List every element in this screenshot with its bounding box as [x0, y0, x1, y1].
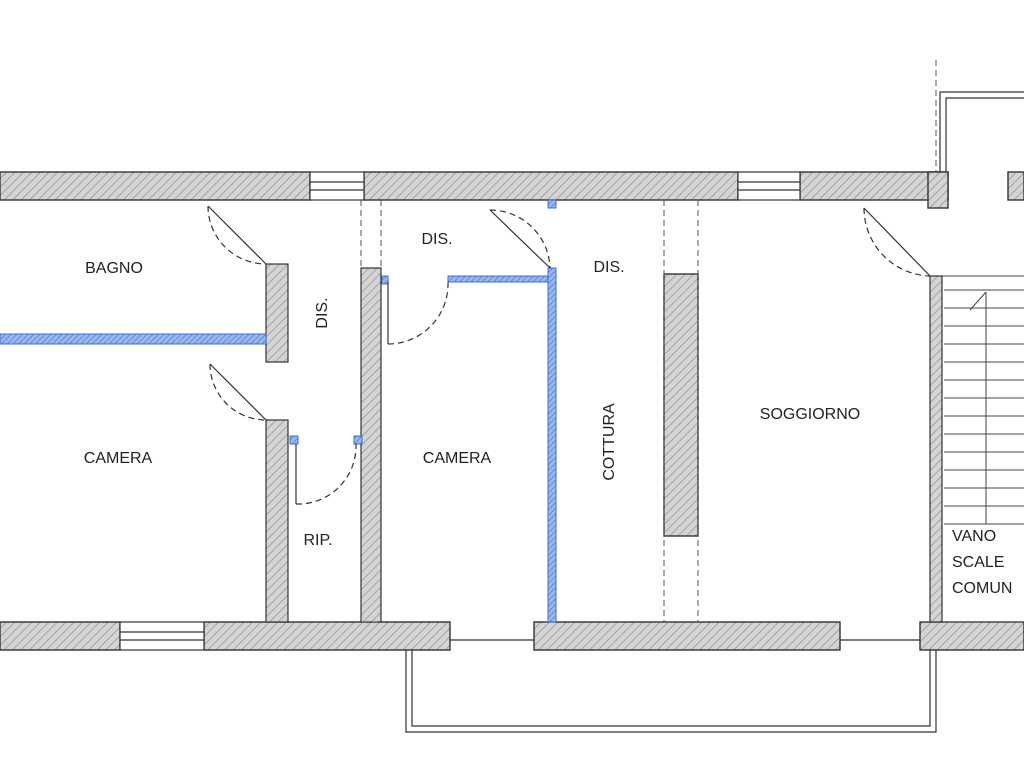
door-cottura: [489, 209, 551, 269]
top-right-balcony: [939, 91, 1024, 172]
bottom-balcony: [405, 650, 937, 733]
room-label-vano-2: SCALE: [952, 554, 1004, 571]
room-label-rip: RIP.: [303, 532, 332, 549]
stairs: [942, 275, 1024, 623]
room-label-dis-top: DIS.: [421, 231, 452, 248]
stair-wall: [927, 171, 949, 623]
room-label-vano-3: COMUN: [952, 580, 1012, 597]
room-label-vano-1: VANO: [952, 528, 996, 545]
room-label-camera-mid: CAMERA: [423, 450, 492, 467]
top-window-1: [309, 171, 365, 201]
interior-wall-left: [265, 263, 289, 623]
door-rip: [295, 443, 357, 505]
partitions: [0, 199, 557, 623]
door-soggiorno: [863, 207, 931, 277]
room-label-bagno: BAGNO: [85, 260, 143, 277]
room-label-cottura: COTTURA: [601, 403, 618, 481]
door-camera-mid: [387, 281, 449, 345]
bottom-window-1: [119, 621, 205, 651]
top-wall: [0, 171, 1024, 201]
room-label-dis-right: DIS.: [593, 259, 624, 276]
room-label-dis-left: DIS.: [314, 297, 331, 328]
interior-wall-mid: [360, 267, 382, 623]
room-label-soggiorno: SOGGIORNO: [760, 406, 860, 423]
dashed-openings: [360, 200, 699, 623]
door-bagno: [207, 205, 267, 265]
door-camera-left: [209, 363, 267, 421]
top-window-2: [737, 171, 801, 201]
kitchen-island: [663, 273, 699, 537]
room-label-camera-left: CAMERA: [84, 450, 153, 467]
